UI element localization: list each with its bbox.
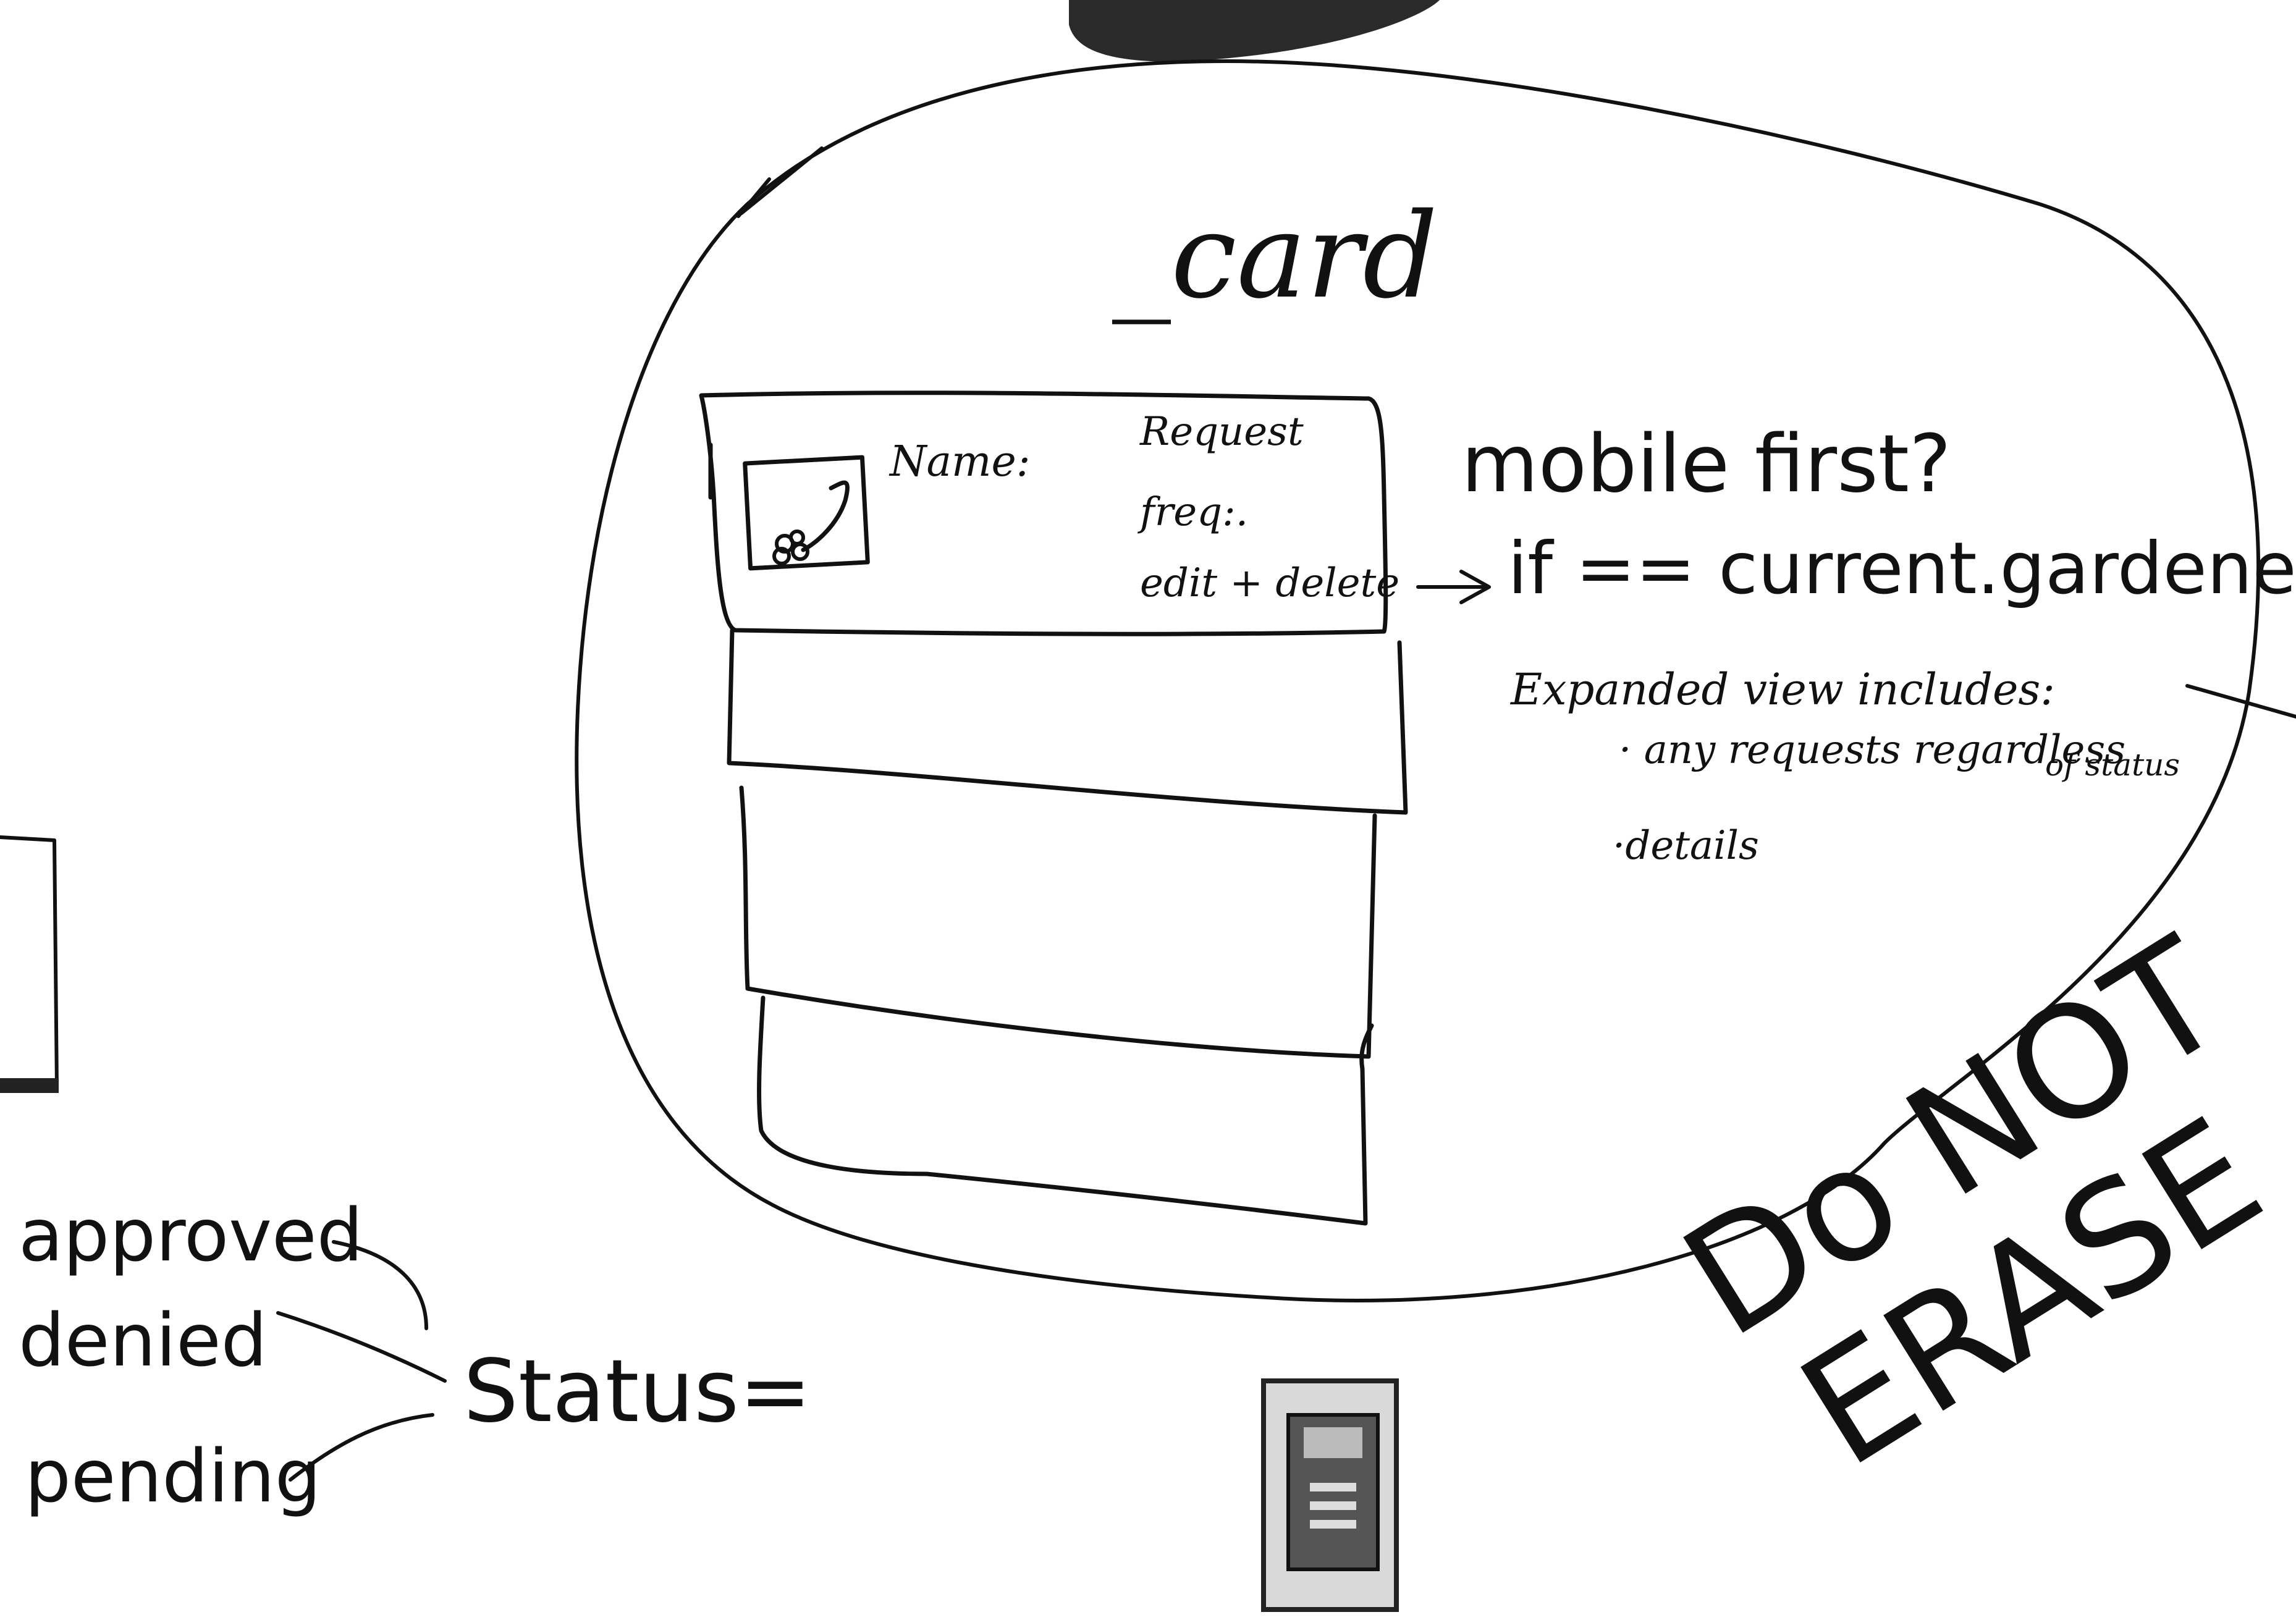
status-value-denied: denied bbox=[19, 1297, 268, 1383]
enclosure-tick bbox=[736, 146, 824, 218]
left-edge-frame bbox=[0, 835, 59, 1091]
expanded-item-status: of status bbox=[2045, 747, 2180, 783]
wall-switch-icon bbox=[1261, 1378, 1399, 1612]
card-3 bbox=[739, 785, 1377, 1059]
card-edit-delete-label: edit + delete bbox=[1140, 560, 1399, 606]
arrow-to-condition bbox=[1416, 570, 1491, 604]
expanded-view-heading: Expanded view includes: bbox=[1509, 664, 2055, 715]
expanded-item-requests: · any requests regardless bbox=[1619, 727, 2125, 773]
expanded-item-details: ·details bbox=[1613, 823, 1759, 869]
plant-trowel-icon bbox=[772, 480, 850, 565]
card-title: _card bbox=[1112, 188, 1438, 324]
card-name-label: Name: bbox=[888, 437, 1031, 486]
status-value-pending: pending bbox=[25, 1433, 321, 1519]
gardener-condition: if == current.gardener bbox=[1508, 527, 2296, 610]
card-stack: Name: Request freq:. edit + delete bbox=[699, 390, 1408, 1226]
card-request-label: Request bbox=[1139, 409, 1304, 455]
status-value-approved: approved bbox=[19, 1192, 363, 1278]
status-label: Status= bbox=[463, 1341, 811, 1442]
card-1 bbox=[699, 390, 1388, 636]
card-4 bbox=[757, 995, 1374, 1226]
do-not-erase-warning: Do NOT ERASE bbox=[1654, 904, 2290, 1501]
mobile-first-note: mobile first? bbox=[1461, 418, 1951, 510]
card-freq-label: freq:. bbox=[1137, 489, 1248, 535]
status-connector-lines bbox=[276, 1240, 447, 1482]
left-edge-shadow bbox=[0, 1078, 59, 1093]
top-dark-object bbox=[1069, 0, 1440, 62]
card-thumbnail-frame bbox=[743, 455, 870, 571]
outgoing-arrow-line bbox=[2185, 684, 2296, 719]
card-2 bbox=[727, 628, 1408, 815]
card-enclosure-outline bbox=[575, 59, 2261, 1302]
